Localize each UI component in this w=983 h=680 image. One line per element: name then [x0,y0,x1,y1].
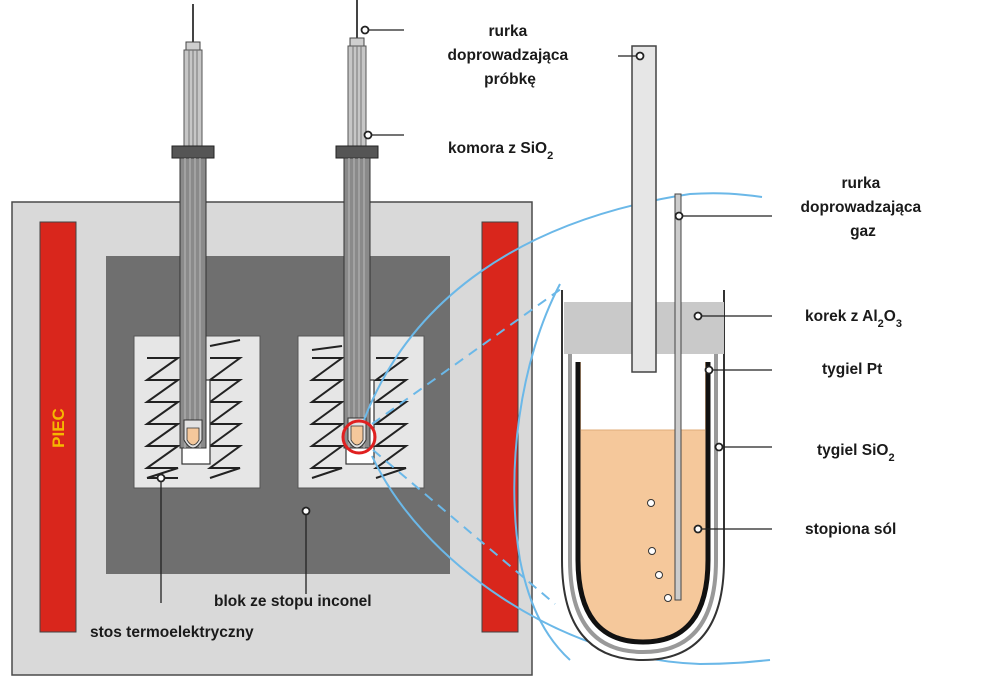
sample-assembly-left [171,4,215,449]
heater-right [481,221,519,633]
label-sio2-crucible: tygiel SiO2 [817,442,895,464]
label-molten-salt: stopiona sól [805,521,896,538]
heater-left [39,221,77,633]
label-inconel-block: blok ze stopu inconel [214,593,372,610]
label-sample-tube: rurka doprowadzająca próbkę [448,23,573,88]
enlarged-crucible [561,45,725,662]
sample-assembly-right [335,0,379,449]
label-pt-crucible: tygiel Pt [822,361,882,378]
label-gas-tube: rurka doprowadzająca gaz [801,175,926,240]
gas-inlet-tube [674,193,682,601]
label-al2o3-plug: korek z Al2O3 [805,308,902,330]
callout-leaders [156,25,772,603]
sample-inlet-tube [631,45,657,373]
label-sio2-chamber: komora z SiO2 [448,140,553,162]
label-thermopile: stos termoelektryczny [90,624,254,641]
zoom-highlight-ring [341,419,377,455]
furnace-label: PIEC [49,408,68,448]
